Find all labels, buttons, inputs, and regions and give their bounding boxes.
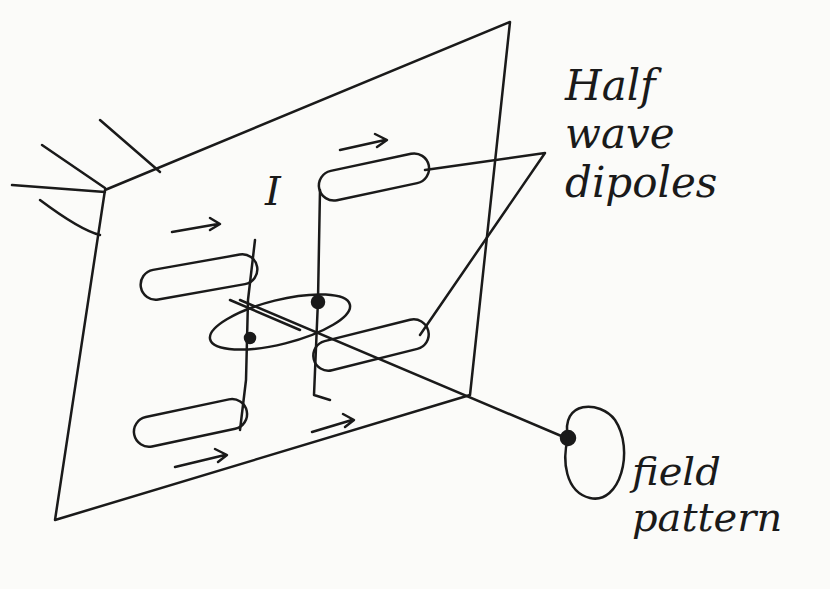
half-wave-dipole (316, 151, 432, 204)
dipole-callout: Half wave dipoles (565, 62, 765, 207)
feed-line (240, 240, 255, 430)
feed-line (230, 300, 300, 330)
reflector-plane (55, 22, 510, 520)
axis-line (240, 300, 566, 438)
feed-point (312, 296, 324, 308)
feed-loop (205, 283, 355, 361)
leader-line (420, 153, 545, 335)
support-lines (12, 120, 160, 235)
current-arrow (312, 414, 354, 432)
current-arrow (340, 134, 387, 150)
field-pattern-lobe (565, 407, 624, 499)
current-arrow (172, 218, 220, 232)
current-label: I (265, 168, 305, 214)
half-wave-dipole (310, 316, 432, 374)
feed-point (245, 333, 255, 343)
pattern-callout: field pattern (632, 448, 822, 540)
current-arrow (175, 449, 227, 467)
half-wave-dipole (131, 396, 250, 449)
half-wave-dipole (138, 252, 259, 302)
